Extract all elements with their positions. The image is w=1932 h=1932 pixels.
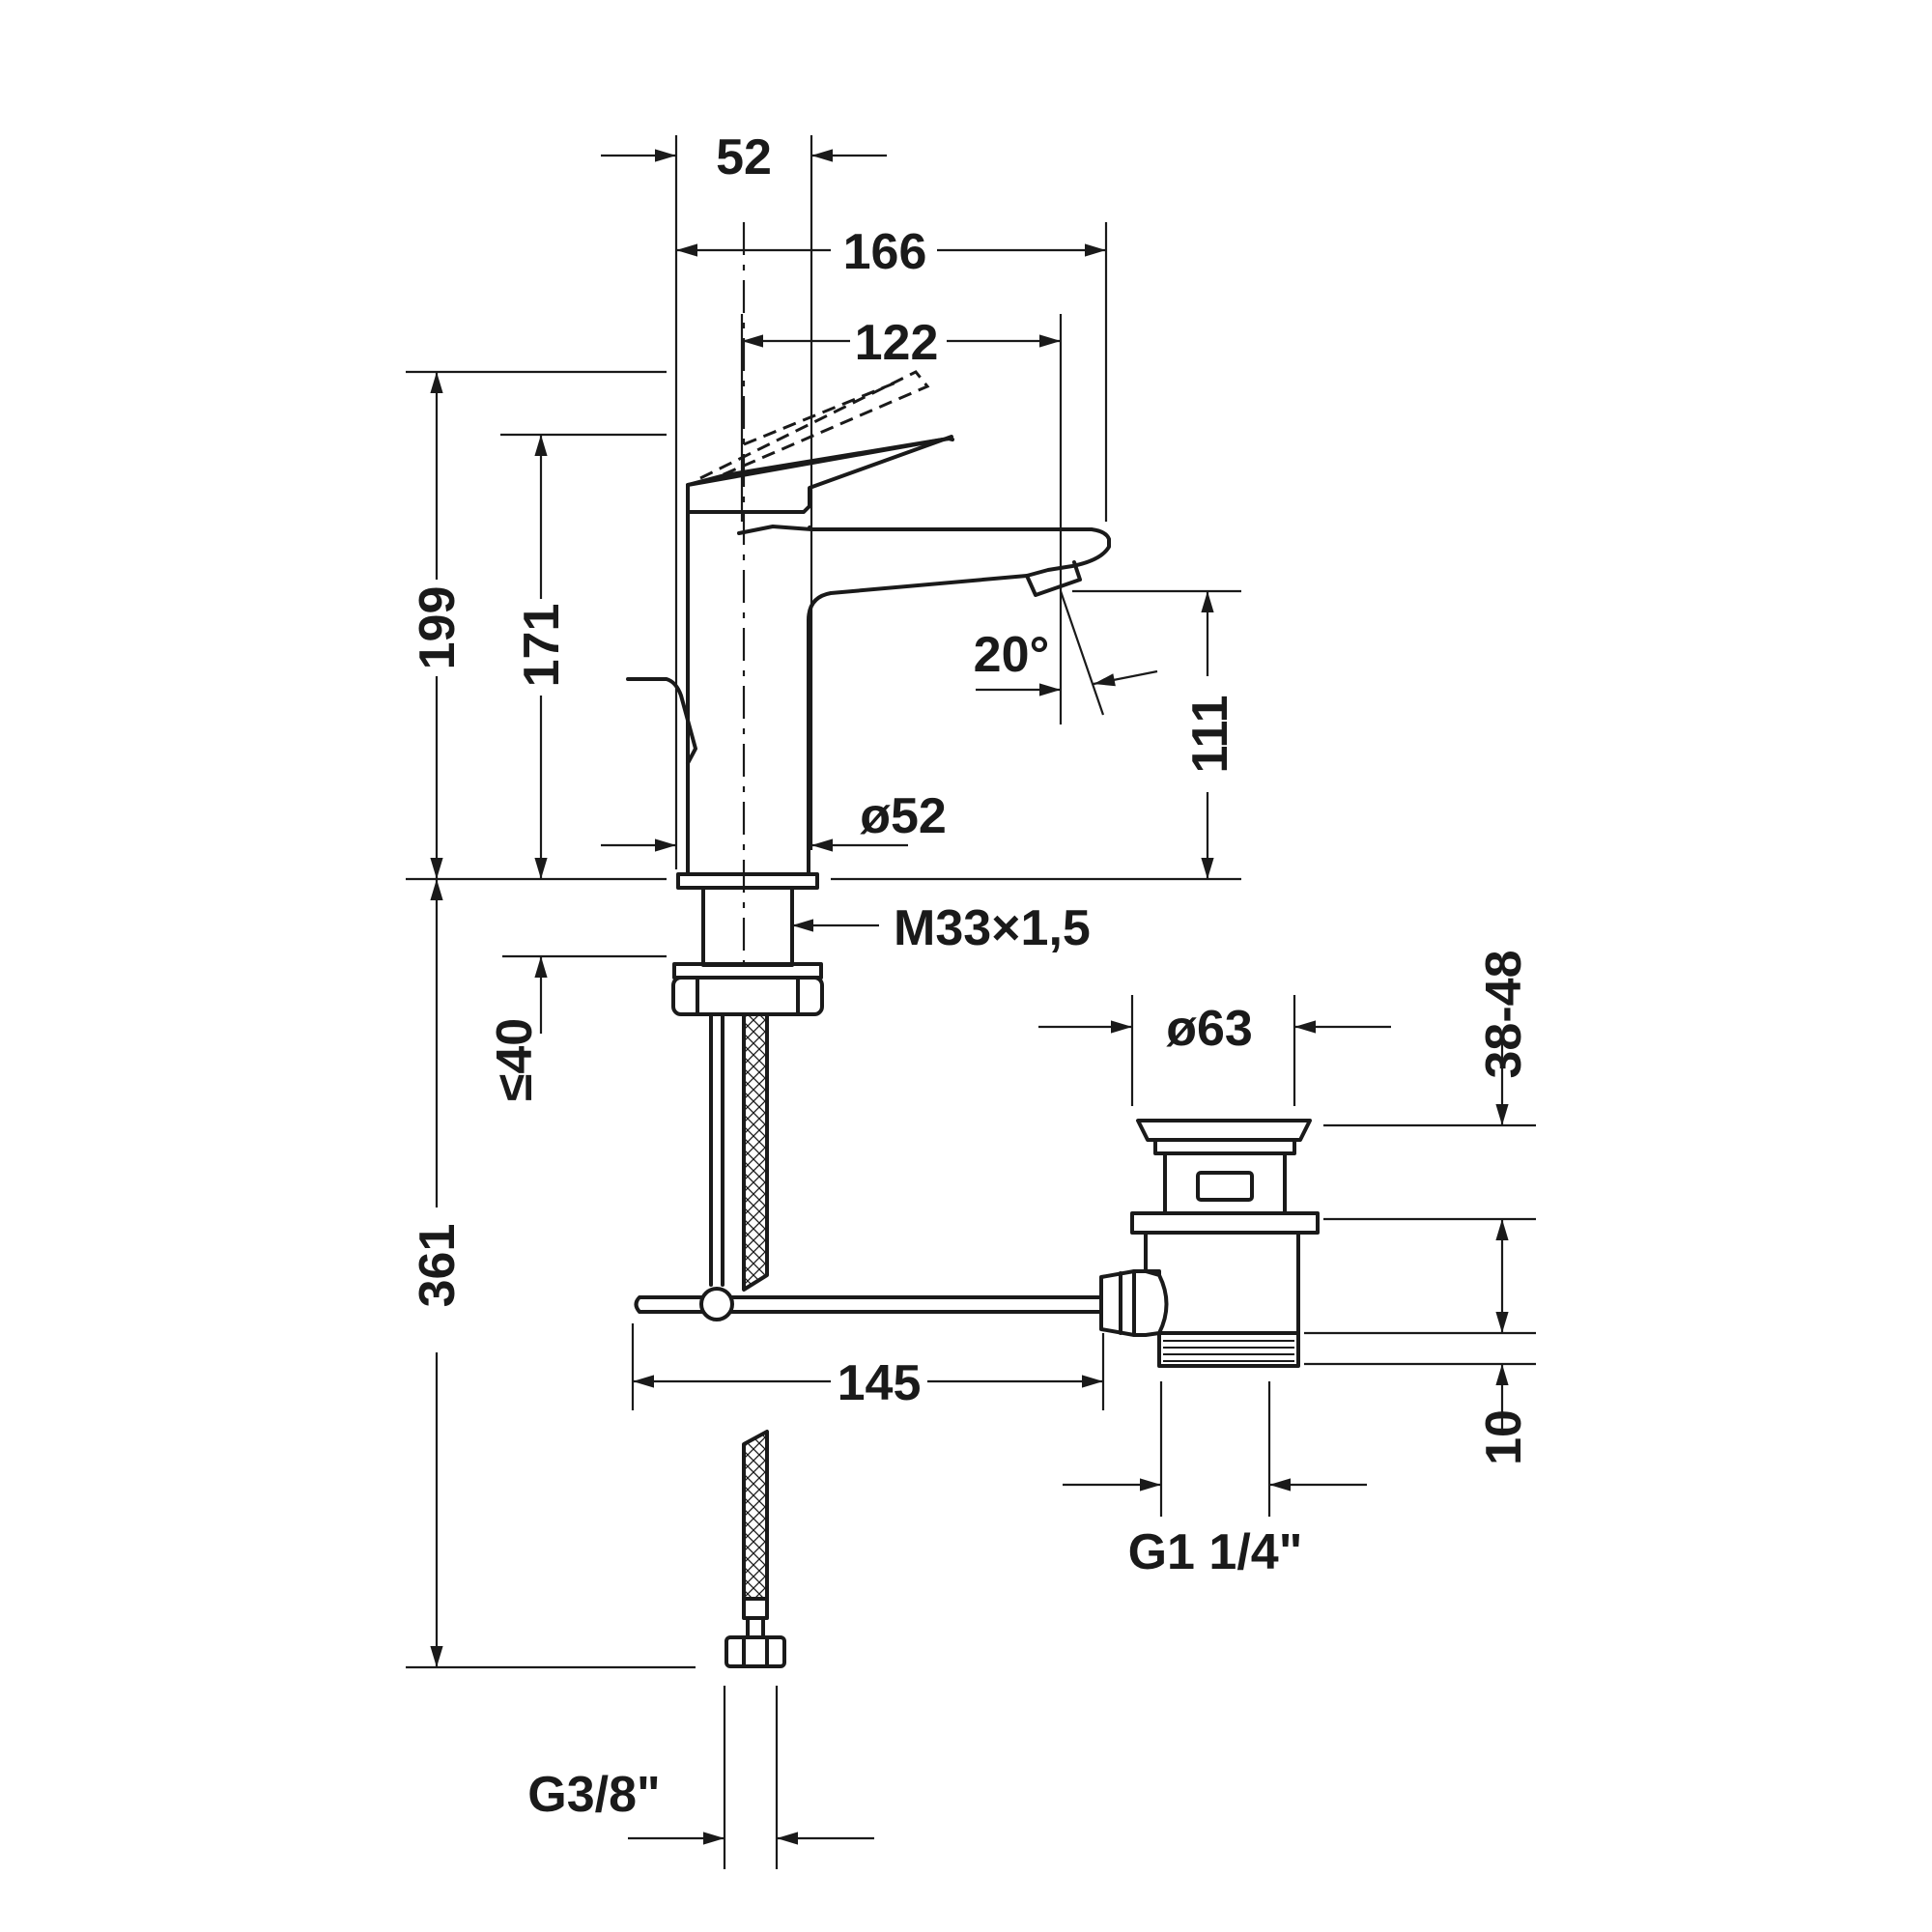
dim-145: 145 (838, 1355, 922, 1411)
mounting-shank (671, 886, 824, 1016)
dimension-lines (430, 149, 1509, 1845)
dim-dia-52: ø52 (860, 788, 947, 844)
pop-up-lift-rod (626, 677, 697, 765)
dim-122: 122 (855, 315, 939, 371)
dim-171: 171 (514, 604, 570, 688)
dim-111: 111 (1182, 695, 1238, 773)
dim-range-38-48: 38-48 (1476, 951, 1532, 1079)
dim-361: 361 (410, 1224, 466, 1308)
dim-199: 199 (410, 586, 466, 670)
lever-raised-outline (699, 370, 930, 480)
dim-166: 166 (843, 224, 927, 280)
dim-10: 10 (1476, 1409, 1532, 1465)
dim-max-40: ≤40 (487, 1018, 543, 1101)
waste-valve (1099, 1119, 1320, 1368)
dim-52-top: 52 (716, 129, 772, 185)
dim-dia-63: ø63 (1166, 1001, 1253, 1057)
extension-lines (406, 135, 1536, 1869)
dim-g114: G1 1/4" (1128, 1524, 1303, 1580)
dim-g38: G3/8" (527, 1767, 660, 1823)
supply-hoses (709, 1012, 786, 1668)
pop-up-rod (634, 1287, 1103, 1321)
dim-angle-20: 20° (974, 627, 1050, 683)
dim-thread-m33: M33×1,5 (894, 900, 1091, 956)
